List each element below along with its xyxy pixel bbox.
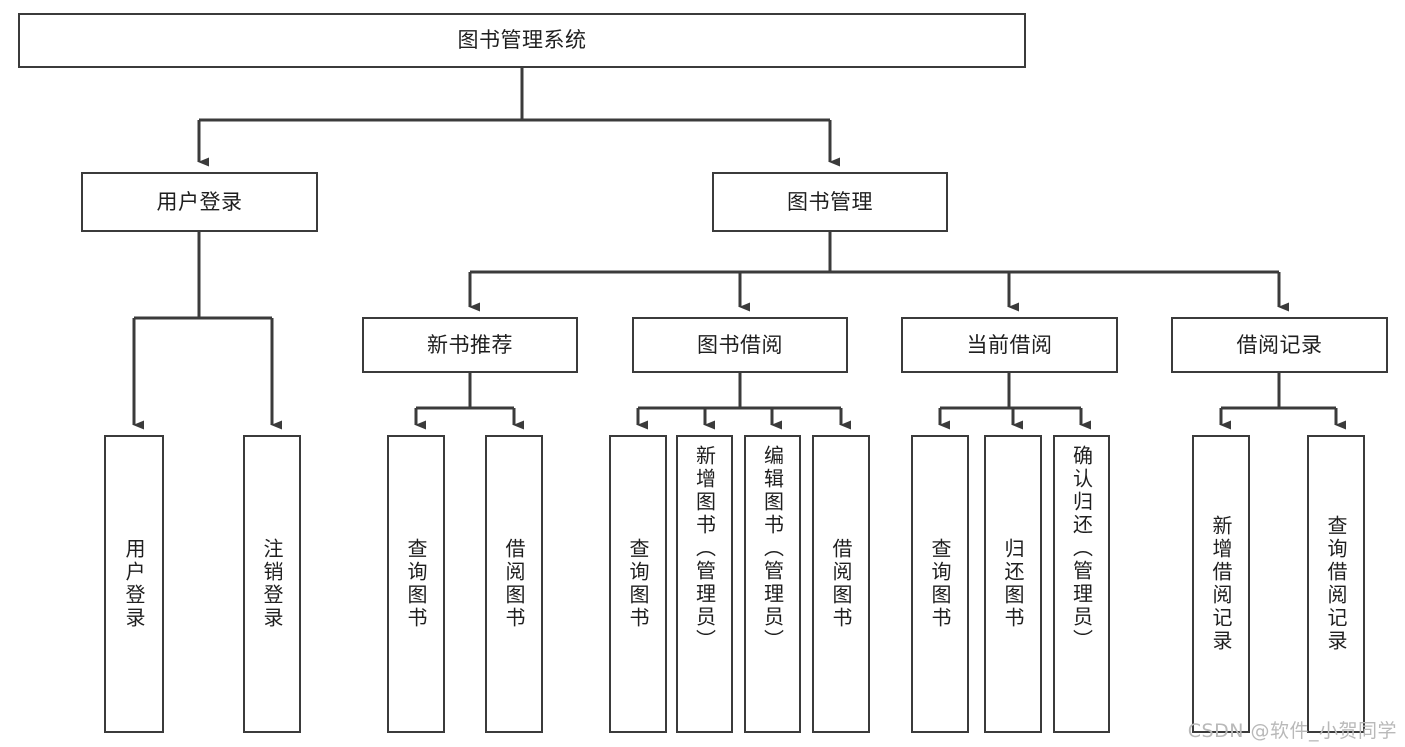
node-current-borrow[interactable]: 当前借阅 [901,317,1118,373]
node-leaf-edit-book-label: 编辑图书（管理员） [760,445,785,652]
node-new-book-rec-label: 新书推荐 [427,332,513,357]
node-leaf-add-record-label: 新增借阅记录 [1209,515,1233,653]
node-root[interactable]: 图书管理系统 [18,13,1026,68]
node-book-borrow[interactable]: 图书借阅 [632,317,848,373]
node-leaf-query-book-cur[interactable]: 查询图书 [911,435,969,733]
node-leaf-borrow-book-rec[interactable]: 借阅图书 [485,435,543,733]
node-leaf-query-book-rec[interactable]: 查询图书 [387,435,445,733]
node-root-label: 图书管理系统 [457,28,587,53]
node-leaf-user-login[interactable]: 用户登录 [104,435,164,733]
node-leaf-logout[interactable]: 注销登录 [243,435,301,733]
node-leaf-logout-label: 注销登录 [260,538,284,630]
node-leaf-return-book[interactable]: 归还图书 [984,435,1042,733]
node-leaf-confirm-return-label: 确认归还（管理员） [1069,445,1094,652]
node-leaf-confirm-return[interactable]: 确认归还（管理员） [1053,435,1110,733]
node-user-login-label: 用户登录 [156,189,243,214]
node-book-manage-label: 图书管理 [787,189,873,214]
node-book-manage[interactable]: 图书管理 [712,172,948,232]
node-user-login[interactable]: 用户登录 [81,172,318,232]
node-leaf-query-book-label: 查询图书 [626,538,650,630]
node-leaf-borrow-book-rec-label: 借阅图书 [502,538,526,630]
node-leaf-query-book[interactable]: 查询图书 [609,435,667,733]
node-leaf-add-record[interactable]: 新增借阅记录 [1192,435,1250,733]
node-leaf-query-book-rec-label: 查询图书 [404,538,428,630]
node-borrow-record-label: 借阅记录 [1236,332,1323,357]
node-leaf-query-record-label: 查询借阅记录 [1324,515,1348,653]
node-leaf-query-book-cur-label: 查询图书 [928,538,952,630]
node-leaf-borrow-book-label: 借阅图书 [829,538,853,630]
node-leaf-edit-book[interactable]: 编辑图书（管理员） [744,435,801,733]
node-leaf-add-book-label: 新增图书（管理员） [692,445,717,652]
node-new-book-rec[interactable]: 新书推荐 [362,317,578,373]
node-book-borrow-label: 图书借阅 [697,332,783,357]
node-leaf-user-login-label: 用户登录 [122,538,146,630]
node-leaf-query-record[interactable]: 查询借阅记录 [1307,435,1365,733]
node-leaf-borrow-book[interactable]: 借阅图书 [812,435,870,733]
node-current-borrow-label: 当前借阅 [966,332,1053,357]
node-leaf-return-book-label: 归还图书 [1001,538,1025,630]
node-borrow-record[interactable]: 借阅记录 [1171,317,1388,373]
node-leaf-add-book[interactable]: 新增图书（管理员） [676,435,733,733]
